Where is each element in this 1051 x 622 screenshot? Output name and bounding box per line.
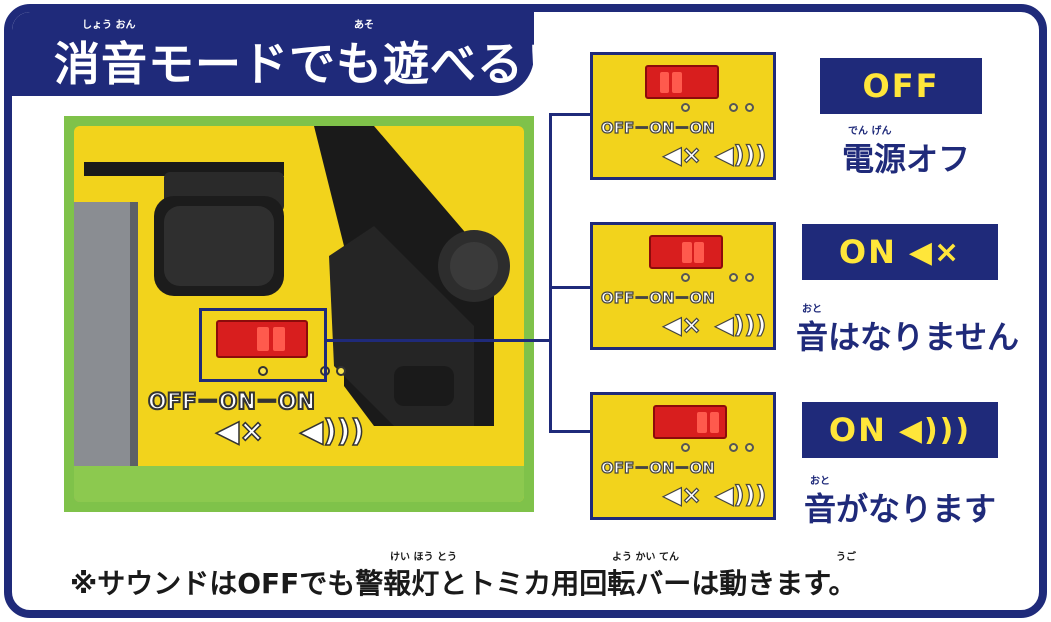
state-badge-on-sound: ON ◀))) xyxy=(802,402,998,458)
device-side-edge xyxy=(130,202,138,502)
desc-power-off: 電源オフ xyxy=(842,140,971,178)
panel-mute-switch xyxy=(649,235,723,269)
desc-off-ruby: でん げん xyxy=(848,126,892,137)
page-title: 消音モードでも遊べる！ xyxy=(54,37,571,91)
switch-panel-off: OFF－ON－ON ◀× ◀))) xyxy=(590,52,776,180)
panel-off-speaker-mute-icon: ◀× xyxy=(662,140,702,169)
device-body xyxy=(74,126,524,502)
state-badge-off-text: OFF xyxy=(862,67,940,105)
connector-line-bottom xyxy=(549,430,590,433)
rotating-bar-mechanism-graphic xyxy=(84,126,510,426)
state-badge-on-mute: ON ◀× xyxy=(802,224,998,280)
connector-line-middle xyxy=(549,286,590,289)
state-badge-sound-text: ON xyxy=(828,411,887,449)
switch-panel-on-sound: OFF－ON－ON ◀× ◀))) xyxy=(590,392,776,520)
connector-line-top xyxy=(549,113,590,116)
photo-switch-label: OFF－ON－ON xyxy=(147,389,316,416)
panel-sound-speaker-mute-icon: ◀× xyxy=(662,480,702,509)
photo-speaker-on-icon: ◀))) xyxy=(299,413,365,450)
desc-no-sound: 音はなりません xyxy=(796,318,1020,356)
panel-mute-speaker-on-icon: ◀))) xyxy=(714,310,767,339)
speaker-on-icon: ◀))) xyxy=(898,412,972,448)
footnote-ruby-ugo: うご xyxy=(836,552,856,563)
title-banner: しょう おん あそ 消音モードでも遊べる！ xyxy=(12,12,570,96)
title-ruby-shouon: しょう おん xyxy=(82,20,136,31)
panel-off-switch xyxy=(645,65,719,99)
desc-sound-on: 音がなります xyxy=(804,490,997,528)
desc-mute-ruby: おと xyxy=(802,304,822,315)
panel-sound-switch xyxy=(653,405,727,439)
state-badge-mute-text: ON xyxy=(838,233,897,271)
infographic-frame: しょう おん あそ 消音モードでも遊べる！ xyxy=(4,4,1047,618)
photo-slide-switch xyxy=(216,320,308,358)
desc-sound-ruby: おと xyxy=(810,476,830,487)
device-base xyxy=(74,466,524,502)
speaker-mute-icon: ◀× xyxy=(908,234,962,270)
device-side-panel xyxy=(74,202,130,502)
panel-off-speaker-on-icon: ◀))) xyxy=(714,140,767,169)
footnote-ruby-keihoutou: けい ほう とう xyxy=(390,552,457,563)
panel-mute-label: OFF－ON－ON xyxy=(600,288,715,307)
panel-off-label: OFF－ON－ON xyxy=(600,118,715,137)
connector-line-vertical xyxy=(549,113,552,433)
title-ruby-asobe: あそ xyxy=(354,20,374,31)
state-badge-off: OFF xyxy=(820,58,982,114)
photo-speaker-mute-icon: ◀× xyxy=(215,413,265,450)
panel-sound-label: OFF－ON－ON xyxy=(600,458,715,477)
connector-line-main xyxy=(324,339,552,342)
panel-sound-speaker-on-icon: ◀))) xyxy=(714,480,767,509)
footnote: ※サウンドはOFFでも警報灯とトミカ用回転バーは動きます。 xyxy=(70,567,857,600)
switch-panel-on-mute: OFF－ON－ON ◀× ◀))) xyxy=(590,222,776,350)
device-photo: OFF－ON－ON ◀× ◀))) xyxy=(64,116,534,512)
switch-highlight-box xyxy=(199,308,327,382)
panel-mute-speaker-mute-icon: ◀× xyxy=(662,310,702,339)
footnote-ruby-youkaiten: よう かい てん xyxy=(612,552,679,563)
